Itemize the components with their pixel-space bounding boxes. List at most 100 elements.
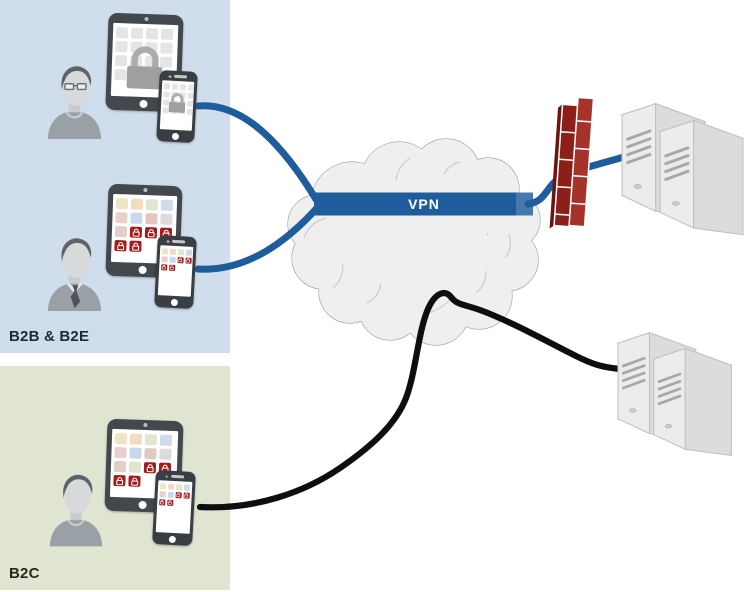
b2c-user-phone-screen (155, 480, 193, 534)
b2b-user2-phone (154, 235, 197, 309)
app-cell (114, 225, 128, 238)
locked-app-cell (161, 264, 168, 271)
app-cell (160, 213, 173, 225)
app-cell (183, 484, 191, 491)
locked-app-cell (144, 227, 158, 239)
phone-home-button (170, 298, 178, 306)
b2c-user-phone (152, 470, 196, 546)
tablet-home-button (138, 265, 147, 275)
secure-server-pair-icon (620, 102, 745, 237)
app-cell (163, 83, 171, 90)
app-cell (159, 483, 167, 490)
tablet-camera-dot (143, 422, 148, 428)
locked-app-icon (168, 500, 173, 506)
firewall-icon (549, 96, 595, 229)
app-cell (169, 256, 176, 263)
app-grid (110, 429, 178, 492)
phone-speaker (173, 74, 187, 79)
app-cell (177, 249, 185, 256)
app-cell (115, 211, 128, 224)
locked-app-cell (177, 257, 184, 264)
app-cell (161, 256, 168, 263)
app-cell (144, 434, 158, 446)
glasses-icon (64, 83, 87, 91)
b2b-user2-phone-screen (157, 245, 194, 297)
locked-app-cell (167, 499, 174, 506)
tablet-camera-dot (143, 187, 148, 193)
locked-app-icon (184, 493, 189, 498)
app-cell (175, 484, 183, 491)
phone-speaker (172, 239, 186, 244)
app-cell (185, 249, 193, 256)
app-cell (115, 198, 129, 210)
phone-camera-dot (165, 474, 168, 478)
app-cell (145, 213, 158, 225)
app-cell (160, 199, 174, 211)
app-cell (129, 433, 143, 445)
app-cell (167, 491, 174, 498)
b2b-user2-tablet-screen (110, 193, 178, 265)
padlock-icon (166, 91, 189, 113)
locked-app-icon (130, 477, 138, 486)
locked-app-icon (176, 493, 181, 498)
tablet-home-button (138, 99, 148, 109)
app-cell (130, 198, 144, 210)
locked-app-icon (132, 228, 140, 237)
phone-camera-dot (168, 75, 172, 78)
app-cell (144, 448, 157, 460)
app-cell (145, 199, 159, 211)
app-cell (169, 248, 177, 255)
app-cell (171, 83, 179, 91)
app-grid (111, 194, 177, 257)
app-cell (160, 28, 174, 40)
b2b-b2e-zone-label: B2B & B2E (9, 328, 90, 345)
locked-app-icon (186, 258, 191, 264)
b2c-open-connection-line (196, 290, 624, 511)
app-cell (159, 448, 172, 460)
app-cell (187, 84, 195, 91)
locked-app-cell (114, 239, 127, 252)
locked-app-icon (146, 463, 154, 473)
vpn-tunnel: VPN (314, 192, 533, 216)
locked-app-icon (160, 500, 165, 505)
b2b-user1-phone (156, 70, 198, 143)
app-cell (130, 212, 143, 224)
b2c-user-tablet (104, 418, 184, 514)
locked-app-cell (175, 492, 182, 499)
app-cell (128, 461, 142, 473)
b2b-user1-secure-line (194, 102, 321, 205)
locked-app-cell (159, 499, 166, 506)
app-cell (159, 434, 173, 446)
locked-app-icon (162, 265, 167, 270)
b2b-user1-person-icon (44, 58, 105, 140)
locked-app-cell (128, 475, 141, 487)
app-cell (145, 28, 159, 40)
app-cell (129, 447, 142, 459)
b2c-user-tablet-screen (109, 428, 179, 500)
app-cell (114, 446, 127, 459)
vpn-tunnel-bar (314, 192, 533, 216)
b2b-user2-person-icon (44, 230, 105, 312)
locked-app-icon (115, 476, 123, 485)
locked-app-cell (185, 257, 192, 264)
locked-app-cell (129, 226, 143, 238)
locked-app-cell (169, 264, 176, 271)
app-cell (161, 248, 169, 255)
phone-speaker (170, 474, 184, 479)
b2c-zone-label: B2C (9, 565, 40, 582)
locked-app-cell (183, 492, 190, 499)
app-cell (159, 491, 166, 498)
phone-home-button (171, 132, 180, 140)
b2b-user1-tablet (105, 12, 184, 113)
locked-app-cell (113, 474, 126, 487)
b2b-user2-tablet (105, 183, 183, 279)
app-cell (115, 26, 129, 39)
vpn-label: VPN (408, 196, 440, 212)
app-grid (157, 480, 192, 510)
phone-home-button (168, 535, 177, 543)
b2b-user2-secure-line (194, 204, 321, 273)
b2c-user-person-icon (46, 466, 106, 548)
tie-icon (70, 285, 81, 309)
locked-app-cell (129, 240, 142, 252)
